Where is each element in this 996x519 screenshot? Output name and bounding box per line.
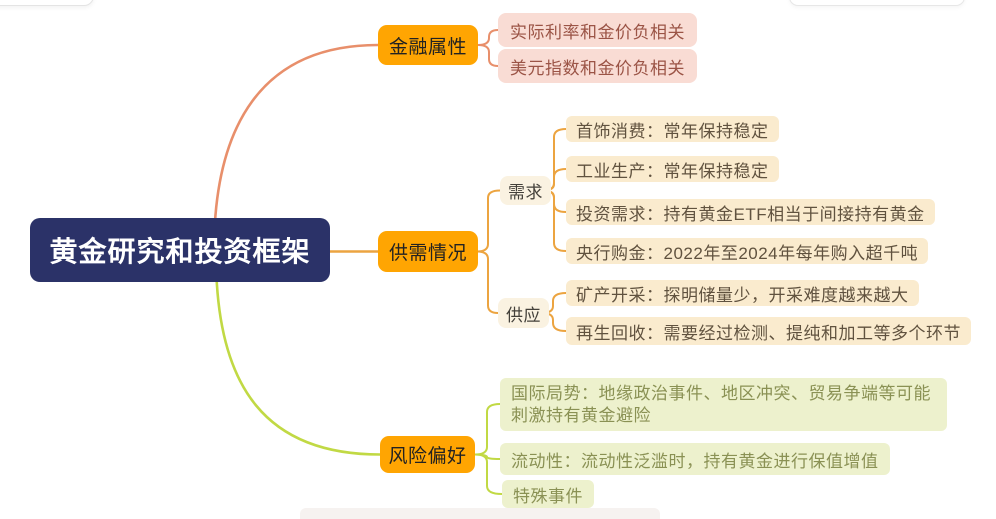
subtopic-supply[interactable]: 供应: [498, 298, 549, 328]
connector-sd-demand: [476, 189, 501, 253]
leaf-liquidity[interactable]: 流动性：流动性泛滥时，持有黄金进行保值增值: [500, 443, 890, 475]
leaf-recycling[interactable]: 再生回收：需要经过检测、提纯和加工等多个环节: [566, 317, 971, 345]
child-real-interest-rate[interactable]: 实际利率和金价负相关: [498, 13, 697, 47]
connector-root-risk: [214, 253, 382, 456]
connector-sd-supply: [476, 250, 499, 314]
connector-financial-child-2: [477, 44, 499, 67]
subtopic-demand[interactable]: 需求: [500, 176, 551, 205]
root-topic[interactable]: 黄金研究和投资框架: [30, 218, 330, 282]
leaf-industrial-production[interactable]: 工业生产：常年保持稳定: [566, 156, 779, 182]
leaf-mining[interactable]: 矿产开采：探明储量少，开采难度越来越大: [566, 280, 919, 306]
branch-supply-demand[interactable]: 供需情况: [378, 231, 478, 272]
child-dollar-index[interactable]: 美元指数和金价负相关: [498, 49, 697, 83]
connector-financial-child-1: [477, 29, 499, 46]
leaf-jewelry-consumption[interactable]: 首饰消费：常年保持稳定: [566, 116, 779, 142]
leaf-investment-demand[interactable]: 投资需求：持有黄金ETF相当于间接持有黄金: [566, 199, 935, 225]
leaf-central-bank-purchases[interactable]: 央行购金：2022年至2024年每年购入超千吨: [566, 238, 929, 264]
branch-risk-preference[interactable]: 风险偏好: [380, 436, 475, 473]
leaf-international-situation[interactable]: 国际局势：地缘政治事件、地区冲突、贸易争端等可能刺激持有黄金避险: [500, 378, 947, 431]
connector-root-financial: [212, 43, 380, 254]
connector-risk-leaf-1: [474, 403, 501, 456]
branch-financial-attributes[interactable]: 金融属性: [378, 25, 478, 65]
connector-risk-leaf-3: [474, 453, 503, 495]
cropped-panel-bottom: [300, 508, 660, 519]
leaf-special-events[interactable]: 特殊事件: [502, 480, 594, 508]
